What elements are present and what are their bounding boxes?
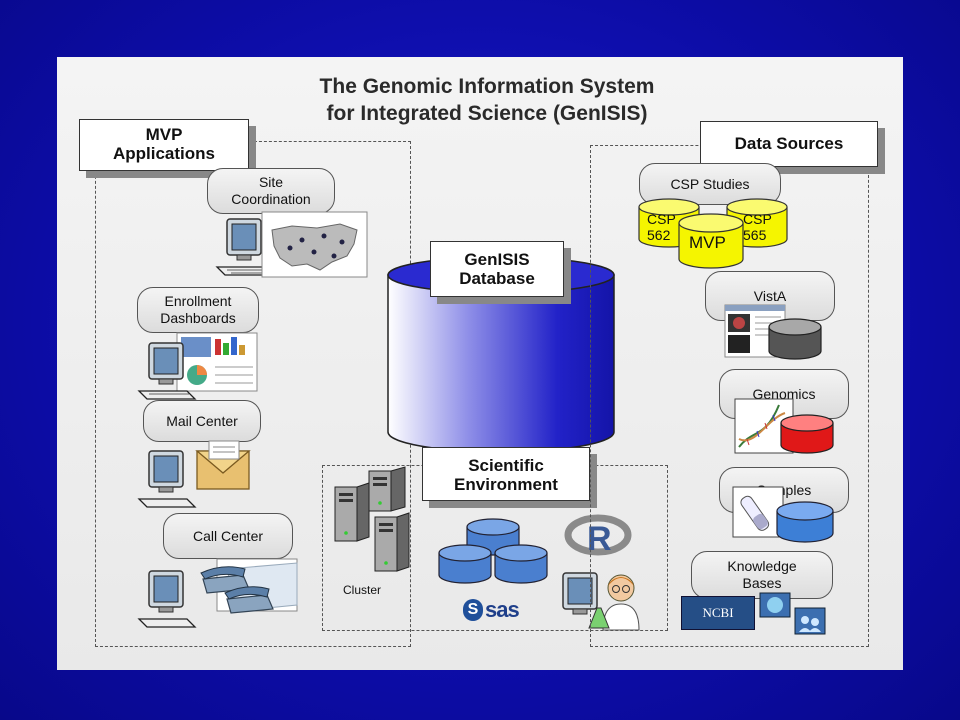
title-line-1: The Genomic Information System (319, 75, 655, 98)
samples-tube-icon (732, 486, 834, 543)
server-cluster-icon (334, 466, 410, 572)
mail-center-label: Mail Center (143, 400, 261, 442)
page-title: The Genomic Information System for Integ… (207, 73, 767, 127)
sas-logo-mark-icon: S (463, 599, 483, 621)
mvp-cylinder-label: MVP (689, 233, 726, 252)
site-coordination-label: Site Coordination (207, 168, 335, 214)
r-logo-letter: R (587, 520, 612, 558)
data-sources-header: Data Sources (700, 121, 878, 167)
r-logo-icon (564, 514, 632, 556)
network-icon (759, 592, 826, 635)
call-center-label: Call Center (163, 513, 293, 559)
computer-icon (137, 450, 197, 508)
telephone-icon (200, 558, 298, 614)
csp-565-label: CSP 565 (743, 211, 772, 243)
genomics-dna-icon (734, 398, 834, 454)
scientist-icon (588, 574, 640, 631)
computer-icon (562, 572, 598, 615)
dashboard-icon (176, 332, 258, 392)
mvp-applications-header: MVP Applications (79, 119, 249, 171)
database-cluster-icon (438, 518, 548, 584)
knowledge-bases-label: Knowledge Bases (691, 551, 833, 599)
cluster-label: Cluster (343, 583, 382, 597)
title-line-2: for Integrated Science (GenISIS) (326, 102, 648, 125)
vista-screenshot-icon (724, 304, 822, 360)
ncbi-logo: NCBI (681, 596, 755, 630)
sas-logo: S sas (463, 597, 520, 623)
scientific-environment-header: Scientific Environment (422, 447, 590, 501)
csp-studies-label: CSP Studies (639, 163, 781, 205)
slide-panel: The Genomic Information System for Integ… (57, 57, 903, 670)
genisis-database-label: GenISIS Database (430, 241, 564, 297)
enrollment-dashboards-label: Enrollment Dashboards (137, 287, 259, 333)
csp-studies-cylinders (638, 198, 788, 269)
sas-logo-text: sas (485, 597, 520, 622)
csp-562-label: CSP 562 (647, 211, 676, 243)
usa-map-icon (261, 211, 368, 278)
computer-icon (137, 570, 197, 628)
computer-icon (137, 342, 197, 400)
envelope-icon (195, 440, 251, 490)
